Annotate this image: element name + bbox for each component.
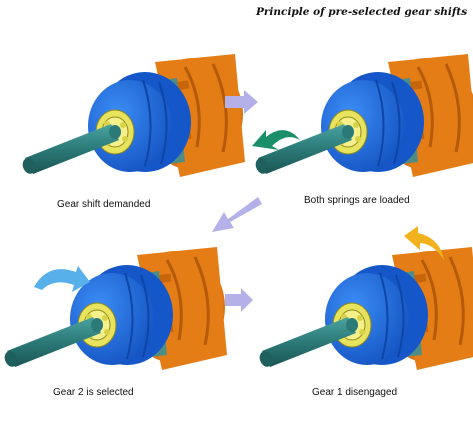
diagram-title: Principle of pre-selected gear shifts xyxy=(256,6,468,18)
caption-panel-2: Both springs are loaded xyxy=(304,195,410,206)
caption-panel-4: Gear 1 disengaged xyxy=(312,387,398,398)
arrow-right-bottom xyxy=(225,288,253,312)
assembly-panel-1 xyxy=(18,52,247,179)
arrow-right-top xyxy=(225,90,258,114)
assembly-panel-4 xyxy=(255,245,473,372)
assembly-panel-2 xyxy=(251,52,473,179)
rotation-arrow-green-icon xyxy=(252,130,300,150)
caption-panel-3: Gear 2 is selected xyxy=(53,387,134,398)
rotation-arrow-yellow-icon xyxy=(404,226,444,260)
assembly-panel-3 xyxy=(0,245,229,372)
caption-panel-1: Gear shift demanded xyxy=(57,199,151,210)
rotation-arrow-lightblue-icon xyxy=(34,266,90,292)
arrow-diagonal xyxy=(212,197,262,232)
